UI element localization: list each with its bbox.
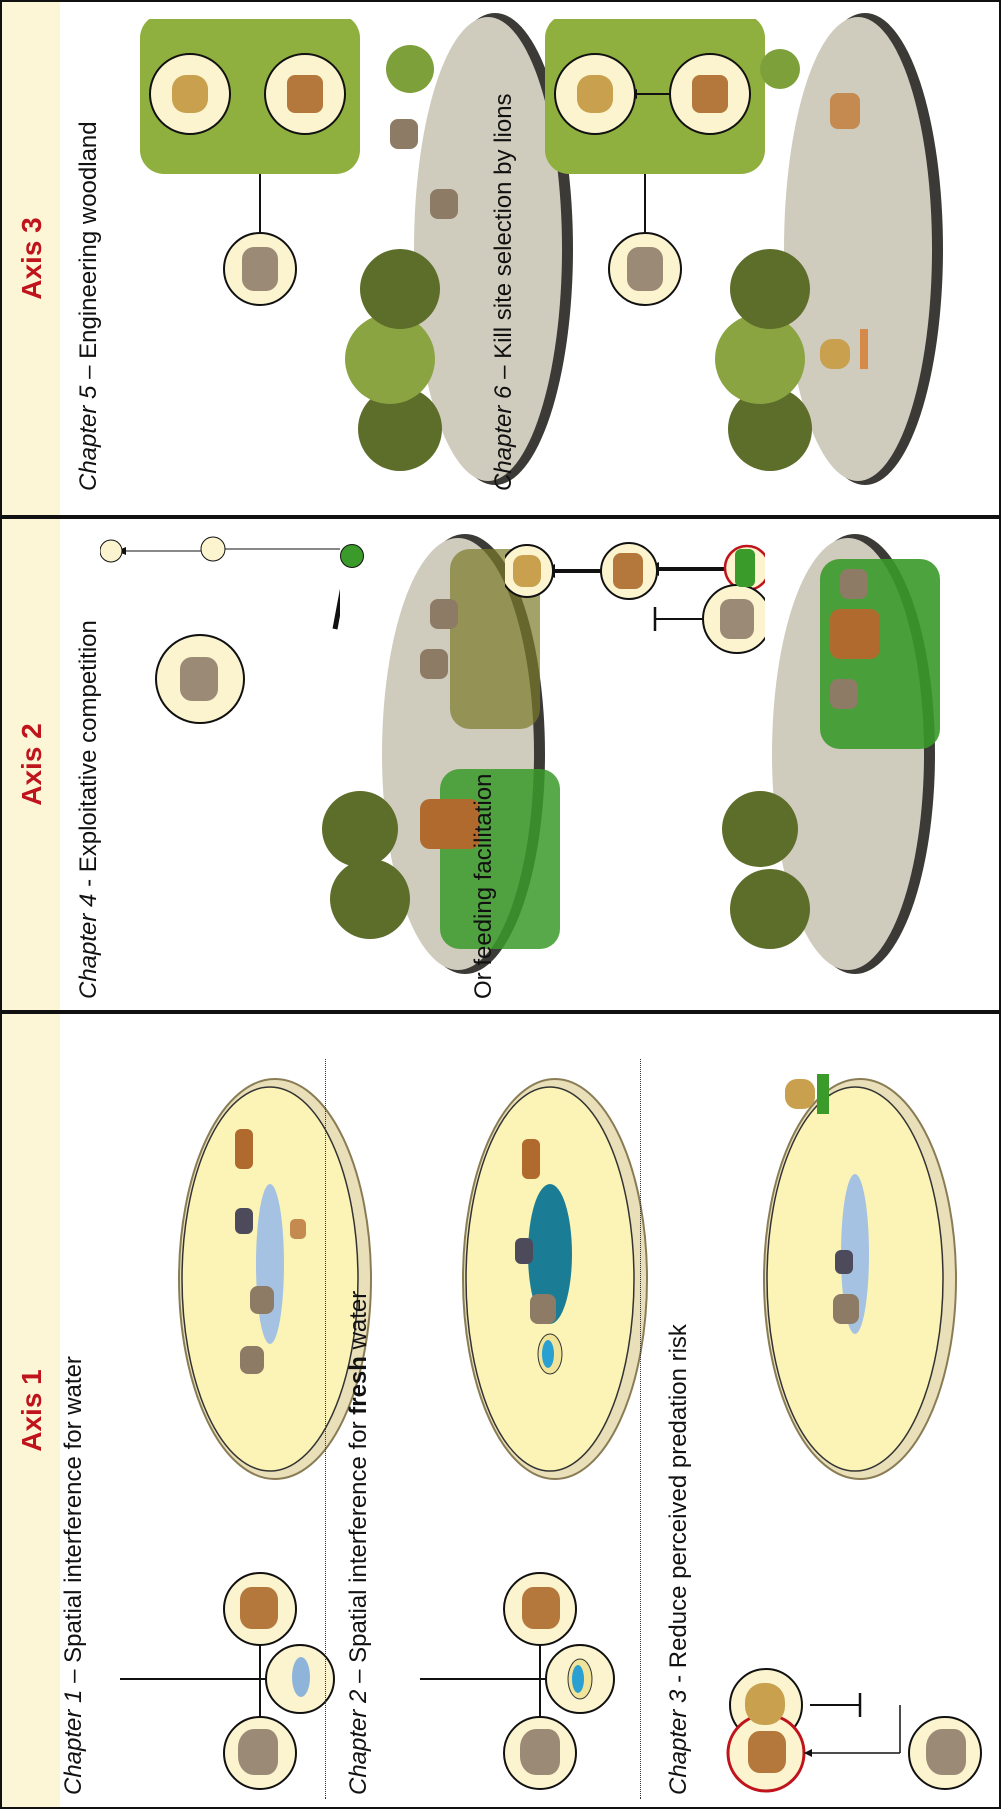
chapter-6-number: Chapter 6 (490, 386, 517, 491)
chapter-5-number: Chapter 5 (75, 386, 102, 491)
chapter-2-network (390, 1519, 620, 1809)
axis-3-title: Axis 3 (16, 217, 48, 300)
axis-2-panel: Axis 2 (0, 517, 60, 1012)
chapter-3-arena (725, 1069, 985, 1489)
axis-2-title: Axis 2 (16, 723, 48, 806)
axis-1-header: Axis 1 (2, 1014, 64, 1807)
lion-icon (745, 1683, 785, 1725)
chapter-6-sep: – (490, 359, 517, 386)
chapter-1-sep: – (60, 1663, 87, 1690)
chapter-6-arena (700, 9, 1000, 489)
elephant-icon (926, 1729, 966, 1775)
axis-2-header: Axis 2 (2, 519, 64, 1010)
chapter-4-caption: Chapter 4 - Exploitative competition (75, 620, 103, 999)
chapter-2-text-bold: fresh (345, 1356, 372, 1415)
chapter-5-text: Engineering woodland (75, 121, 102, 359)
chapter-5-caption: Chapter 5 – Engineering woodland (75, 121, 103, 491)
chapter-2-caption: Chapter 2 – Spatial interference for fre… (345, 1291, 373, 1795)
chapter-6-text: Kill site selection by lions (490, 93, 517, 358)
chapter-4-elephant-circle (150, 629, 250, 729)
giraffe-zebra-icon (522, 1587, 560, 1629)
axis-1-title: Axis 1 (16, 1369, 48, 1452)
axis-3-panel: Axis 3 (0, 0, 60, 517)
waterhole-icon (292, 1657, 310, 1697)
chapter-2-arena (430, 1069, 670, 1489)
chapter-6-caption: Chapter 6 – Kill site selection by lions (490, 93, 518, 491)
chapter-1-text: Spatial interference for water (60, 1356, 87, 1663)
chapter-3-number: Chapter 3 (665, 1690, 692, 1795)
chapter-4-sep: - (75, 872, 102, 893)
axis-1-panel: Axis 1 (0, 1012, 60, 1809)
chapter-4b-caption: Or feeding facilitation (470, 774, 498, 999)
divider-2 (640, 1059, 641, 1799)
chapter-2-sep: – (345, 1663, 372, 1690)
giraffe-zebra-icon (240, 1587, 278, 1629)
chapter-4b-text: Or feeding facilitation (470, 774, 497, 999)
chapter-3-sep: - (665, 1668, 692, 1689)
giraffe-zebra-icon (748, 1731, 786, 1773)
axis-3-header: Axis 3 (2, 2, 64, 515)
chapter-1-caption: Chapter 1 – Spatial interference for wat… (60, 1356, 88, 1795)
chapter-2-number: Chapter 2 (345, 1690, 372, 1795)
chapter-4-text: Exploitative competition (75, 620, 102, 872)
chapter-4-number: Chapter 4 (75, 894, 102, 999)
elephant-icon (238, 1729, 278, 1775)
chapter-3-text: Reduce perceived predation risk (665, 1324, 692, 1668)
chapter-5-sep: – (75, 359, 102, 386)
chapter-2-text-post: water (345, 1291, 372, 1356)
divider-1 (325, 1059, 326, 1799)
chapter-1-number: Chapter 1 (60, 1690, 87, 1795)
chapter-4b-arena (690, 529, 1000, 979)
chapter-3-caption: Chapter 3 - Reduce perceived predation r… (665, 1324, 693, 1795)
elephant-icon (520, 1729, 560, 1775)
chapter-2-text-pre: Spatial interference for (345, 1415, 372, 1663)
